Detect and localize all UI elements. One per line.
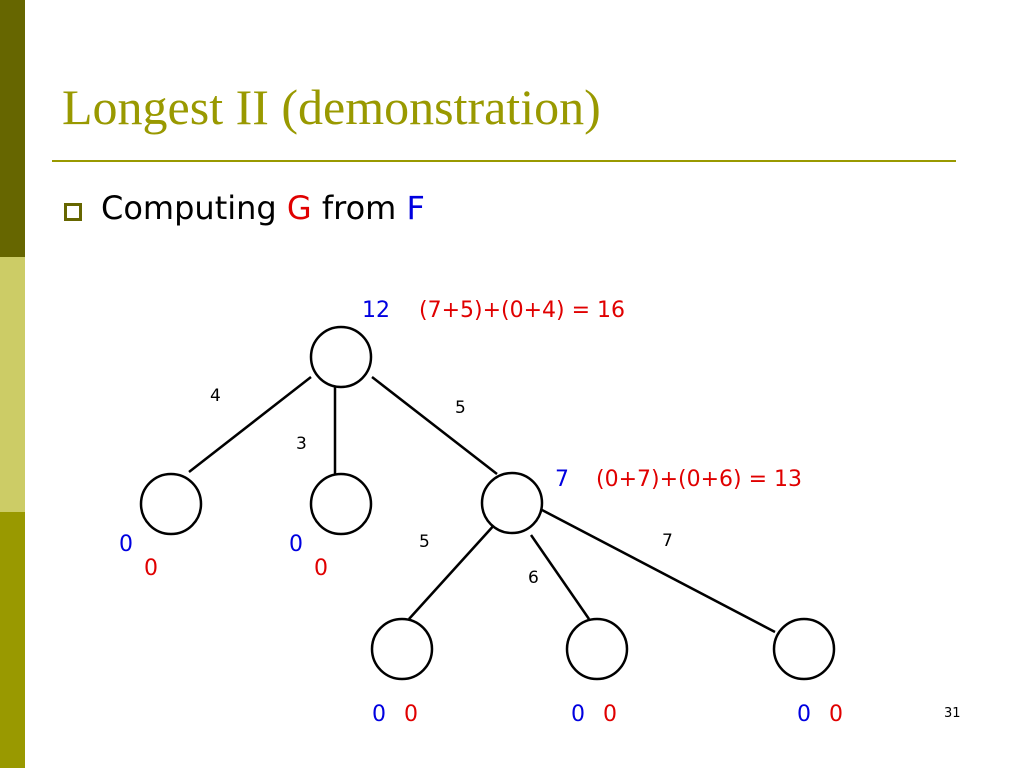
edge-label-root-right: 5 [455, 398, 466, 418]
edge-right-bottom-mid [529, 534, 591, 620]
root-g-calc: (7+5)+(0+4) = 16 [419, 298, 625, 323]
edge-label-right-bottom-right: 7 [662, 531, 673, 551]
edge-right-bottom-right [541, 508, 776, 634]
node-leaf-mid [309, 472, 373, 536]
leaf-mid-g-value: 0 [314, 556, 328, 581]
bullet-prefix: Computing [101, 189, 277, 227]
page-number: 31 [944, 706, 961, 721]
leaf-mid-f-value: 0 [289, 532, 303, 557]
edge-label-right-bottom-left: 5 [419, 532, 430, 552]
leaf-left-g-value: 0 [144, 556, 158, 581]
leaf-left-f-value: 0 [119, 532, 133, 557]
node-bottom-right [772, 617, 836, 681]
sidebar-band-mid [0, 512, 25, 768]
bullet-text: Computing G from F [101, 189, 425, 227]
node-leaf-left [139, 472, 203, 536]
node-right [480, 471, 544, 535]
bottom-right-f-value: 0 [797, 702, 811, 727]
edge-root-left [188, 376, 312, 473]
bottom-left-f-value: 0 [372, 702, 386, 727]
edge-label-root-left: 4 [210, 386, 221, 406]
sidebar-decoration [0, 0, 25, 768]
root-f-value: 12 [362, 298, 390, 323]
edge-label-right-bottom-mid: 6 [528, 568, 539, 588]
node-root [309, 325, 373, 389]
bullet-middle: from [321, 189, 397, 227]
node-bottom-mid [565, 617, 629, 681]
edge-root-right [371, 376, 498, 475]
node-bottom-left [370, 617, 434, 681]
sidebar-band-dark [0, 0, 25, 257]
bottom-right-g-value: 0 [829, 702, 843, 727]
bottom-mid-f-value: 0 [571, 702, 585, 727]
right-f-value: 7 [555, 467, 569, 492]
bottom-left-g-value: 0 [404, 702, 418, 727]
bottom-mid-g-value: 0 [603, 702, 617, 727]
g-letter: G [286, 189, 312, 227]
sidebar-band-light [0, 257, 25, 512]
f-letter: F [406, 189, 425, 227]
edge-label-root-mid: 3 [296, 434, 307, 454]
right-g-calc: (0+7)+(0+6) = 13 [596, 467, 802, 492]
slide-title: Longest II (demonstration) [62, 79, 601, 135]
square-bullet-icon [64, 203, 82, 221]
title-underline [52, 160, 956, 162]
edge-right-bottom-left [408, 522, 497, 620]
